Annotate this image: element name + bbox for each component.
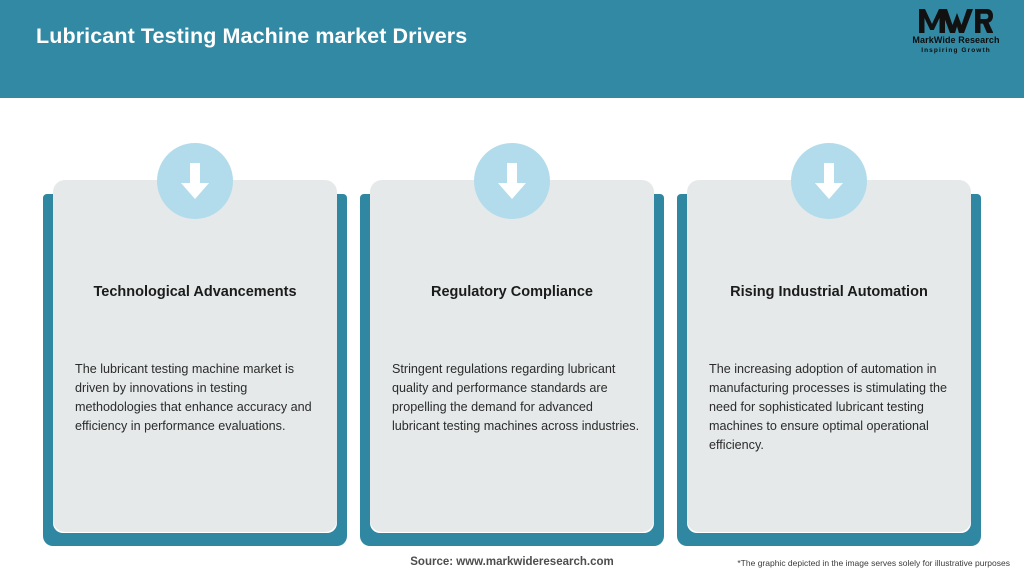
- driver-card-3[interactable]: Rising Industrial Automation The increas…: [677, 143, 981, 546]
- card-title: Technological Advancements: [93, 284, 297, 300]
- arrow-down-icon: [791, 143, 867, 219]
- card-title: Regulatory Compliance: [431, 284, 593, 300]
- card-panel[interactable]: Rising Industrial Automation The increas…: [687, 180, 971, 532]
- arrow-down-icon: [474, 143, 550, 219]
- mwr-monogram-icon: [902, 8, 1010, 34]
- driver-card-1[interactable]: Technological Advancements The lubricant…: [43, 143, 347, 546]
- driver-card-2[interactable]: Regulatory Compliance Stringent regulati…: [360, 143, 664, 546]
- card-body-text: The lubricant testing machine market is …: [75, 362, 312, 433]
- card-body-text: The increasing adoption of automation in…: [709, 362, 947, 452]
- brand-logo: MarkWide Research Inspiring Growth: [902, 8, 1010, 60]
- card-body-text: Stringent regulations regarding lubrican…: [392, 362, 640, 433]
- card-panel[interactable]: Regulatory Compliance Stringent regulati…: [370, 180, 654, 532]
- logo-company-name: MarkWide Research: [912, 35, 1000, 45]
- source-label: Source: www.markwideresearch.com: [410, 556, 614, 568]
- logo-tagline: Inspiring Growth: [921, 47, 991, 54]
- arrow-down-icon: [157, 143, 233, 219]
- header-bar: Lubricant Testing Machine market Drivers…: [0, 0, 1024, 98]
- card-title: Rising Industrial Automation: [730, 284, 928, 300]
- card-panel[interactable]: Technological Advancements The lubricant…: [53, 180, 337, 532]
- page-title: Lubricant Testing Machine market Drivers: [36, 24, 468, 48]
- disclaimer-note: *The graphic depicted in the image serve…: [737, 558, 1010, 568]
